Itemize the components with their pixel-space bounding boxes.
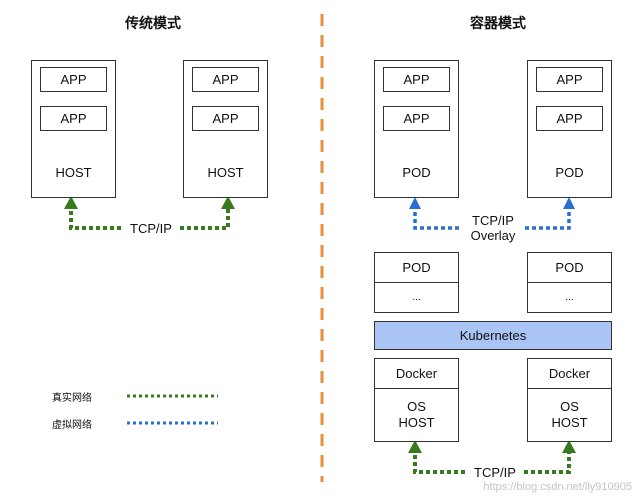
arrow-head-up-icon [562,440,576,453]
app-box: APP [40,67,107,92]
app-box: APP [383,106,450,131]
arrow-head-up-icon [409,197,421,209]
pod-stack-top: POD [528,253,611,283]
app-box: APP [192,67,259,92]
traditional-mode-title: 传统模式 [125,15,181,31]
pod-box-left: APP APP POD [374,60,459,198]
host-label: HOST [551,415,588,430]
overlay-label-line2: Overlay [470,228,516,243]
app-box: APP [383,67,450,92]
app-box: APP [192,106,259,131]
app-box: APP [40,106,107,131]
arrow-head-up-icon [64,196,78,209]
legend-real-network: 真实网络 [52,393,92,404]
pod-stack-ellipsis: ... [565,292,574,303]
traditional-network-line [69,204,230,230]
docker-label: Docker [528,359,611,389]
arrow-head-up-icon [221,196,235,209]
bottom-network-label: TCP/IP [468,465,522,480]
pod-box-right: APP APP POD [527,60,612,198]
overlay-label-line1: TCP/IP [472,213,514,228]
host-label: HOST [207,165,244,180]
host-label: HOST [398,415,435,430]
overlay-network-label: TCP/IP Overlay [462,213,524,243]
os-host-cell: OS HOST [528,389,611,441]
arrow-head-up-icon [563,197,575,209]
pod-label: POD [555,165,584,180]
watermark: https://blog.csdn.net/lly910905 [483,481,632,493]
docker-label: Docker [375,359,458,389]
app-box: APP [536,67,603,92]
legend-virtual-network: 虚拟网络 [52,420,92,431]
app-box: APP [536,106,603,131]
os-label: OS [407,399,426,414]
pod-stack-ellipsis: ... [412,292,421,303]
container-mode-title: 容器模式 [470,15,526,31]
host-box-right: APP APP HOST [183,60,268,198]
pod-stack-left: POD ... [374,252,459,313]
docker-host-right: Docker OS HOST [527,358,612,442]
pod-stack-right: POD ... [527,252,612,313]
host-label: HOST [55,165,92,180]
docker-host-left: Docker OS HOST [374,358,459,442]
pod-stack-top: POD [375,253,458,283]
traditional-network-label: TCP/IP [124,221,178,236]
os-label: OS [560,399,579,414]
pod-label: POD [402,165,431,180]
os-host-cell: OS HOST [375,389,458,441]
host-box-left: APP APP HOST [31,60,116,198]
arrow-head-up-icon [408,440,422,453]
kubernetes-layer: Kubernetes [374,321,612,350]
